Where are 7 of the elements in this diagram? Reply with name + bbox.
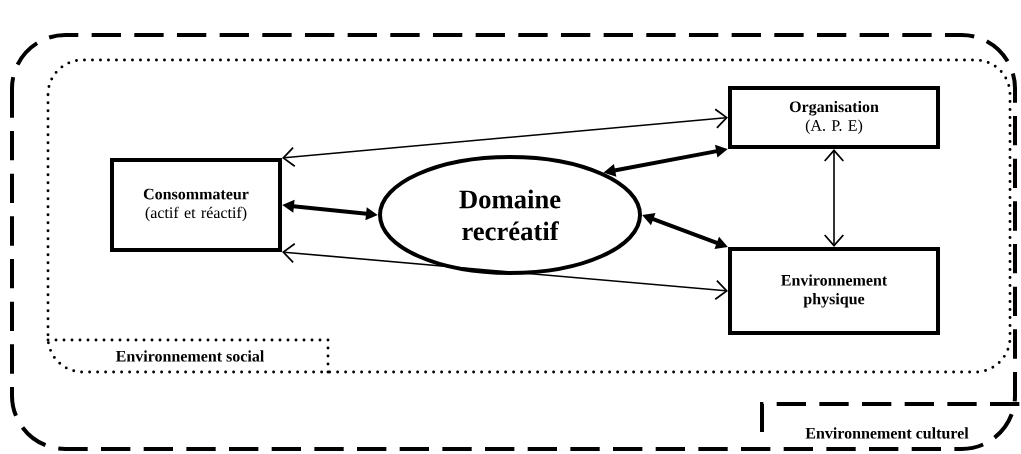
process-box: Environnement physique bbox=[728, 247, 940, 335]
arrow bbox=[282, 108, 728, 168]
process-box: Organisation (A. P. E) bbox=[728, 86, 940, 149]
arrow bbox=[823, 149, 845, 247]
ellipse-node: Domaine recréatif bbox=[378, 155, 642, 275]
arrow bbox=[282, 242, 728, 301]
process-box: Consommateur (actif et réactif) bbox=[110, 158, 282, 252]
